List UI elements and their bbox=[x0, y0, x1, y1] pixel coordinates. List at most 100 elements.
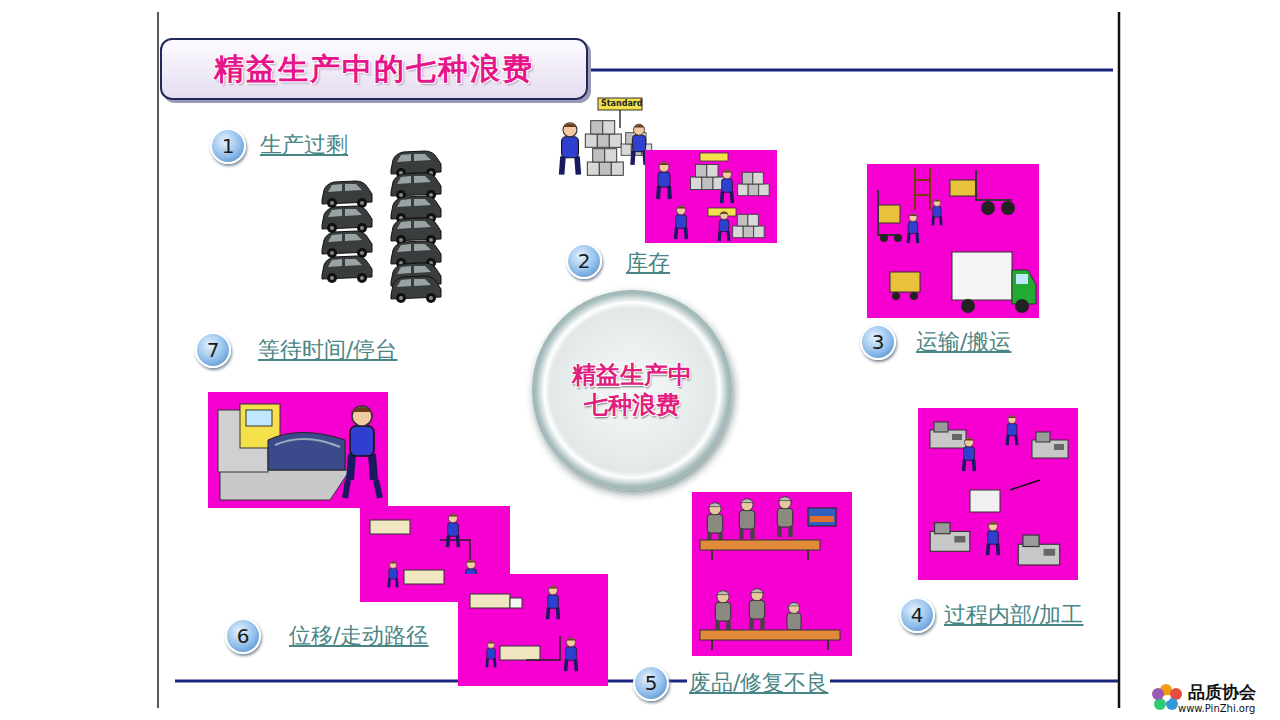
motion-picture bbox=[510, 598, 522, 608]
motion-picture bbox=[470, 594, 510, 608]
transport-picture bbox=[867, 164, 1039, 318]
title-box: 精益生产中的七种浪费 bbox=[160, 38, 588, 100]
scrap-picture bbox=[692, 492, 852, 656]
waste-name: 库存 bbox=[624, 250, 672, 276]
inventory-picture bbox=[619, 110, 621, 128]
scrap-picture bbox=[712, 640, 828, 650]
inventory-picture bbox=[632, 124, 645, 165]
transport-picture bbox=[878, 190, 900, 235]
scrap-picture bbox=[712, 550, 808, 560]
transport-picture bbox=[1012, 270, 1036, 304]
cars-picture bbox=[322, 256, 372, 283]
scrap-picture bbox=[810, 516, 834, 522]
motion-picture bbox=[500, 646, 540, 660]
waste-name: 废品/修复不良 bbox=[687, 670, 830, 696]
number-circle: 3 bbox=[860, 324, 896, 360]
scrap-picture bbox=[700, 540, 820, 550]
transport-picture bbox=[867, 164, 1039, 318]
callout-number: 4 bbox=[911, 605, 924, 625]
motion-picture bbox=[448, 514, 459, 547]
watermark-logo bbox=[1152, 684, 1182, 710]
waste-name: 位移/走动路径 bbox=[287, 623, 430, 649]
motion-picture bbox=[458, 574, 608, 686]
processing-picture bbox=[970, 490, 1000, 512]
watermark-url: www.PinZhi.org bbox=[1178, 703, 1255, 715]
motion-picture bbox=[360, 506, 608, 686]
number-circle: 1 bbox=[210, 128, 246, 164]
frame-lines bbox=[588, 69, 1113, 72]
frame-lines bbox=[157, 12, 159, 708]
transport-picture bbox=[933, 199, 941, 225]
frame-lines bbox=[158, 12, 1119, 708]
processing-picture bbox=[918, 408, 1078, 580]
inventory-picture bbox=[719, 212, 729, 242]
waiting-picture bbox=[208, 392, 388, 508]
cars-picture bbox=[322, 206, 372, 233]
scrap-picture bbox=[739, 499, 754, 539]
processing-picture bbox=[930, 523, 970, 552]
processing-picture bbox=[1018, 535, 1059, 565]
motion-picture bbox=[526, 636, 560, 660]
scrap-picture bbox=[808, 508, 836, 526]
transport-picture bbox=[950, 180, 976, 196]
motion-picture bbox=[566, 638, 577, 671]
transport-picture bbox=[910, 292, 918, 300]
cars-picture bbox=[322, 151, 441, 303]
center-circle: 精益生产中 七种浪费 bbox=[532, 290, 732, 490]
callout-number: 6 bbox=[237, 626, 250, 646]
scrap-picture bbox=[707, 503, 722, 543]
number-circle: 2 bbox=[566, 243, 602, 279]
inventory-picture bbox=[585, 121, 621, 148]
frame-lines bbox=[1118, 12, 1121, 708]
scrap-picture bbox=[700, 630, 840, 640]
processing-picture bbox=[1032, 432, 1068, 458]
watermark-logo bbox=[1152, 688, 1164, 700]
scrap-picture bbox=[777, 497, 792, 537]
number-circle: 6 bbox=[225, 618, 261, 654]
sign-text: Standard bbox=[601, 99, 642, 109]
inventory-picture bbox=[598, 98, 642, 110]
waiting-picture bbox=[350, 406, 374, 480]
cars-picture bbox=[391, 276, 441, 303]
motion-picture bbox=[487, 641, 495, 667]
inventory-picture bbox=[562, 98, 777, 243]
waiting-picture bbox=[275, 439, 340, 447]
watermark-logo bbox=[1164, 695, 1170, 701]
scrap-picture bbox=[715, 591, 730, 631]
transport-picture bbox=[880, 234, 888, 242]
callout-number: 7 bbox=[207, 340, 220, 360]
callout-number: 1 bbox=[222, 136, 235, 156]
transport-picture bbox=[1016, 274, 1028, 284]
transport-picture bbox=[890, 272, 920, 292]
transport-picture bbox=[894, 234, 902, 242]
transport-picture bbox=[952, 252, 1012, 300]
transport-picture bbox=[915, 168, 930, 210]
waste-name: 过程内部/加工 bbox=[942, 602, 1085, 628]
transport-picture bbox=[878, 205, 900, 223]
waiting-picture bbox=[345, 480, 380, 498]
callout-number: 2 bbox=[578, 251, 591, 271]
processing-picture bbox=[1007, 416, 1017, 446]
waste-name: 运输/搬运 bbox=[914, 329, 1013, 355]
motion-picture bbox=[370, 520, 410, 534]
inventory-picture bbox=[691, 165, 725, 190]
transport-picture bbox=[976, 170, 1012, 200]
cars-picture bbox=[322, 181, 372, 208]
transport-picture bbox=[1001, 201, 1015, 215]
processing-picture bbox=[988, 522, 999, 555]
cars-picture bbox=[322, 231, 372, 258]
watermark-text: 品质协会 bbox=[1188, 682, 1256, 702]
number-circle: 7 bbox=[195, 332, 231, 368]
motion-picture bbox=[548, 586, 559, 619]
callout-number: 5 bbox=[645, 673, 658, 693]
processing-picture bbox=[918, 408, 1078, 580]
motion-picture bbox=[440, 540, 470, 560]
number-circle: 4 bbox=[899, 597, 935, 633]
number-circle: 5 bbox=[633, 665, 669, 701]
inventory-picture bbox=[700, 153, 728, 161]
waiting-picture bbox=[246, 410, 272, 426]
scrap-picture bbox=[692, 492, 852, 656]
center-title: 精益生产中 七种浪费 bbox=[567, 360, 697, 420]
waste-name: 生产过剩 bbox=[258, 132, 350, 158]
